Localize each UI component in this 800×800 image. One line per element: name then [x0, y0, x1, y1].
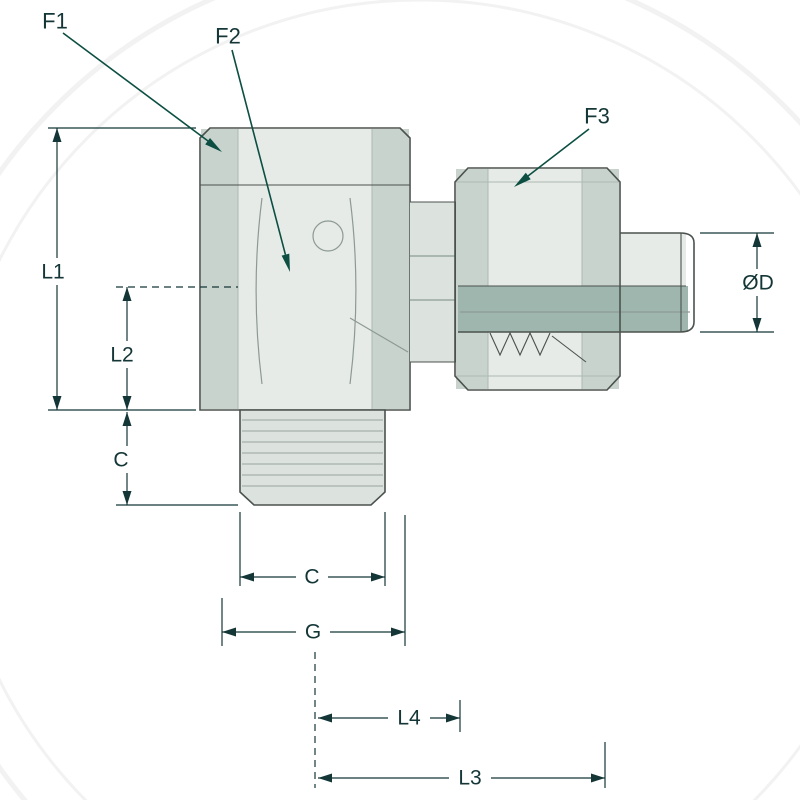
- dim-l4-label: L4: [397, 707, 421, 730]
- dim-g-arrow-left: [222, 627, 236, 637]
- dim-l3-arrow-left: [318, 773, 332, 783]
- callout-f3: F3: [514, 104, 610, 187]
- callout-f1-arrow: [205, 138, 222, 152]
- swivel-nut: [456, 169, 619, 389]
- dim-od-label-bg: [734, 269, 781, 296]
- dim-l3-label: L3: [458, 767, 481, 790]
- dim-g-label-bg: [296, 618, 330, 645]
- callout-f3-leader: [527, 128, 590, 177]
- dim-l3-label-bg: [449, 764, 491, 791]
- joint-lines: [410, 255, 456, 301]
- thread-stud: [239, 409, 386, 506]
- dim-od-arrow-down: [752, 318, 762, 332]
- dim-c-horizontal-label-bg: [296, 563, 328, 590]
- nut-facet-left: [456, 169, 488, 389]
- cutting-ring-teeth: [489, 331, 551, 357]
- stud-outline: [239, 409, 386, 506]
- cutting-ring-edge: [551, 335, 587, 363]
- dim-od-label: ØD: [742, 272, 774, 295]
- dim-l4-arrow-right: [446, 713, 460, 723]
- dim-l1-arrow-up: [52, 128, 62, 142]
- dim-c-horizontal: C: [239, 512, 386, 590]
- dim-g-arrow-right: [391, 627, 405, 637]
- dim-l1-extension-lines: [48, 127, 196, 411]
- dim-l1-label: L1: [41, 261, 64, 284]
- dim-c-vertical-arrow-down: [122, 491, 132, 505]
- dim-l2-label-bg: [102, 341, 142, 368]
- nut-facet-center: [488, 169, 582, 389]
- banjo-bolt-detail: [312, 220, 344, 252]
- dim-l1-label-bg: [33, 258, 73, 285]
- dim-od-arrow-up: [752, 233, 762, 247]
- body-facet-right: [372, 129, 409, 409]
- dim-l4-arrow-left: [318, 713, 332, 723]
- body-facet-left: [201, 129, 238, 409]
- callout-f2: F2: [215, 24, 290, 272]
- callout-f1: F1: [42, 9, 222, 152]
- thread-lines: [242, 419, 383, 487]
- dim-l1-arrow-down: [52, 396, 62, 410]
- callout-f2-arrow: [281, 253, 290, 272]
- dim-c-vertical: C: [104, 412, 238, 506]
- dim-l1: L1: [33, 127, 196, 411]
- body-facet-lines: [237, 129, 373, 409]
- callout-f2-label: F2: [215, 24, 241, 49]
- dim-l2-arrow-up: [122, 287, 132, 301]
- dim-g-label: G: [305, 621, 321, 644]
- swivel-joint: [410, 201, 457, 363]
- tube-outline: [458, 232, 695, 333]
- callout-f1-label: F1: [42, 9, 68, 34]
- dim-l4: L4: [318, 700, 461, 732]
- dim-l4-label-bg: [388, 704, 430, 731]
- dim-c-horizontal-label: C: [304, 566, 319, 589]
- callout-f1-leader: [62, 32, 209, 142]
- callout-f3-label: F3: [584, 104, 610, 129]
- nut-facet-right: [582, 169, 619, 389]
- dim-od: ØD: [700, 232, 781, 333]
- joint-fill: [410, 202, 456, 362]
- body-facet-center: [238, 129, 372, 409]
- dim-c-vertical-label: C: [113, 449, 128, 472]
- dim-g: G: [221, 515, 406, 646]
- dim-l3-arrow-right: [591, 773, 605, 783]
- tube: [458, 232, 695, 333]
- cutting-ring: [489, 331, 587, 363]
- nut-outline: [454, 167, 621, 391]
- body-outline: [199, 127, 411, 411]
- tube-top-fill: [620, 233, 686, 286]
- dim-c-horizontal-arrow-left: [240, 572, 254, 582]
- dim-l2-label: L2: [110, 344, 133, 367]
- dim-c-vertical-arrow-up: [122, 412, 132, 426]
- stud-fill: [240, 410, 385, 505]
- fitting: [199, 127, 695, 506]
- dim-od-extensions: [700, 232, 774, 333]
- dim-l3: L3: [318, 742, 606, 791]
- nut-facet-lines: [456, 169, 619, 389]
- dim-g-extensions: [221, 515, 406, 646]
- callout-f3-arrow: [514, 172, 531, 187]
- tube-dark-band: [458, 286, 688, 332]
- dim-c-horizontal-arrow-right: [371, 572, 385, 582]
- fitting-body: [199, 127, 411, 411]
- callout-f2-leader: [231, 49, 287, 255]
- dim-c-horizontal-extensions: [239, 512, 386, 586]
- dim-l2-arrow-down: [122, 396, 132, 410]
- dim-l2: L2: [102, 286, 238, 410]
- dim-c-vertical-label-bg: [104, 446, 138, 473]
- body-inner-lines: [255, 197, 409, 385]
